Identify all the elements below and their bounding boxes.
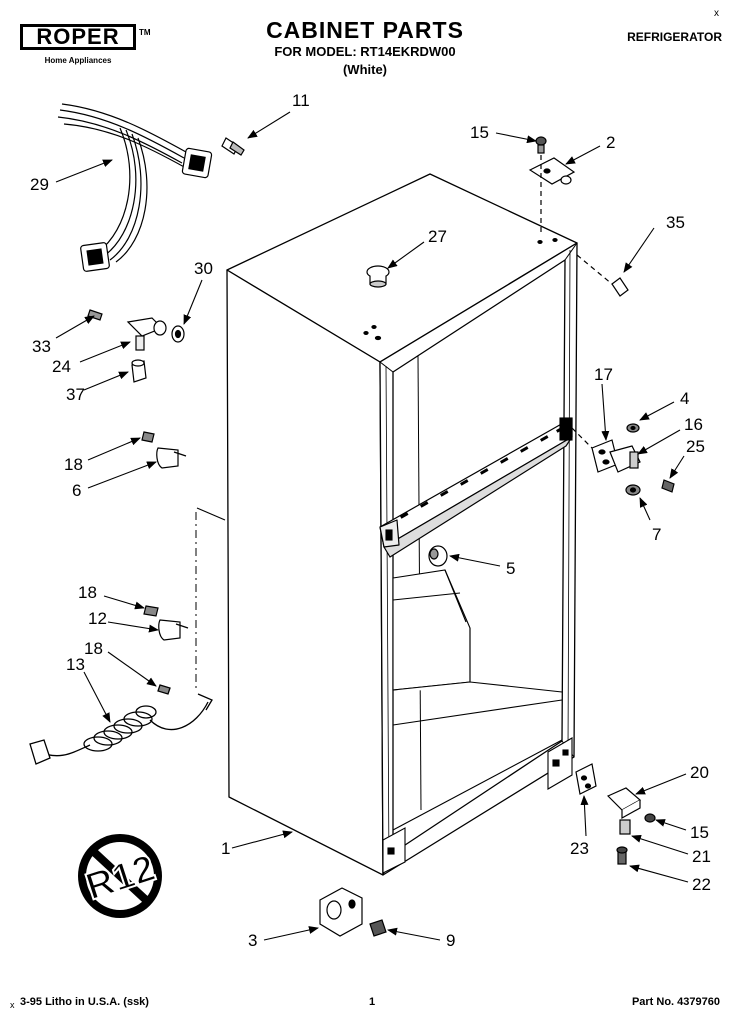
callout-3: 3 [248,931,257,950]
lower-hinge-mount [382,417,573,874]
plug-part-5 [428,545,448,567]
callout-18-c: 18 [84,639,103,658]
screw-part-11 [221,137,245,156]
bottom-hinge-assembly [606,787,656,865]
callout-18-a: 18 [64,455,83,474]
leveling-bracket-part-3 [319,887,387,937]
callout-13: 13 [66,655,85,674]
clip-part-6 [141,431,187,469]
footer-page-number: 1 [368,996,376,1008]
callout-21: 21 [692,847,711,866]
model-number: FOR MODEL: RT14EKRDW00 [274,44,456,59]
plug-part-27 [366,265,390,288]
cabinet-back-edge [196,507,226,521]
callout-6: 6 [72,481,81,500]
footer-litho: 3-95 Litho in U.S.A. (ssk) [20,996,149,1008]
callout-15-top: 15 [470,123,489,142]
callout-20: 20 [690,763,709,782]
callout-30: 30 [194,259,213,278]
center-hinge-assembly [571,423,675,496]
hinge-spacer-part-23 [575,763,597,795]
callout-37: 37 [66,385,85,404]
callout-29: 29 [30,175,49,194]
footer-mark: x [10,1000,15,1010]
callout-12: 12 [88,609,107,628]
power-cord [29,684,213,765]
cabinet-shell [226,173,578,876]
brand-logo: ROPER [20,24,136,50]
callout-9: 9 [446,931,455,950]
callout-27: 27 [428,227,447,246]
brand-subtitle: Home Appliances [44,56,112,65]
callout-33: 33 [32,337,51,356]
callout-24: 24 [52,357,71,376]
leader-lines [55,111,689,941]
callout-7: 7 [652,525,661,544]
refrigerant-badge: R12 [78,834,162,918]
callout-22: 22 [692,875,711,894]
brand-trademark: TM [139,28,151,37]
brand-name: ROPER [36,24,120,49]
callout-25: 25 [686,437,705,456]
cabinet-interior [392,569,563,831]
appliance-category: REFRIGERATOR [627,30,722,44]
footer-part-number: Part No. 4379760 [631,996,720,1008]
callout-16: 16 [684,415,703,434]
corner-mark: x [714,8,719,19]
clip-part-12 [143,605,189,641]
page-title: CABINET PARTS [266,17,464,43]
callout-17: 17 [594,365,613,384]
model-color: (White) [342,62,388,77]
defrost-parts [87,309,185,383]
callout-5: 5 [506,559,515,578]
wiring-harness [57,103,213,272]
callout-35: 35 [666,213,685,232]
callout-11: 11 [292,91,310,110]
callout-2: 2 [606,133,615,152]
callout-18-b: 18 [78,583,97,602]
callout-15-bottom: 15 [690,823,709,842]
callout-numbers: 1 2 3 4 5 6 7 9 11 12 13 15 15 16 17 18 … [30,91,711,950]
callout-4: 4 [680,389,689,408]
hinge-cap-part-35 [576,254,629,297]
callout-23: 23 [570,839,589,858]
callout-1: 1 [221,839,230,858]
top-hinge-part-2 [528,136,576,236]
